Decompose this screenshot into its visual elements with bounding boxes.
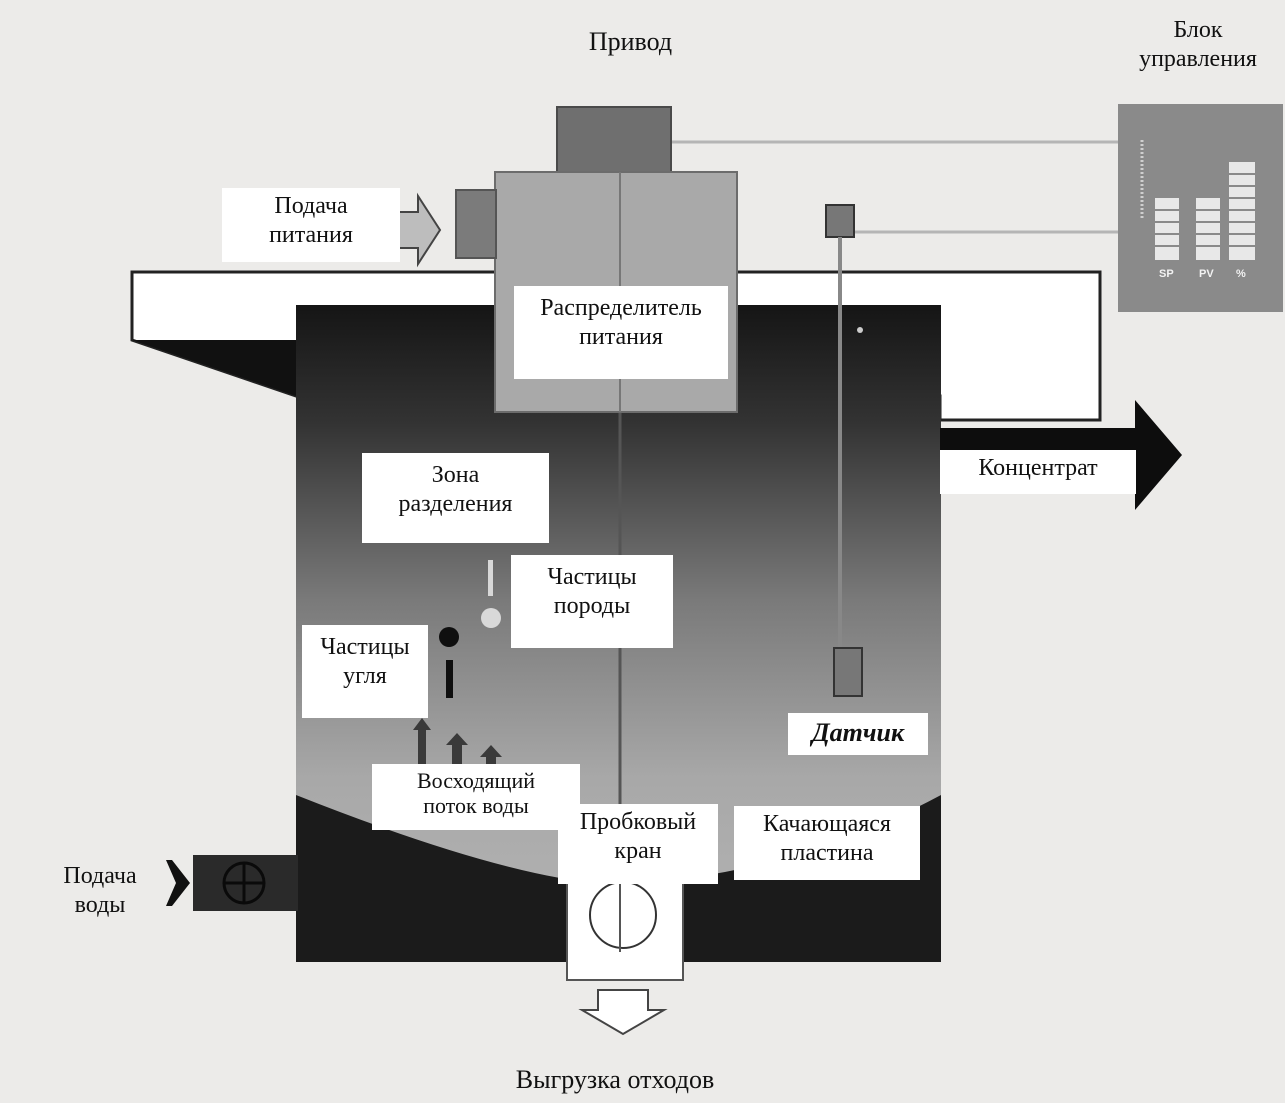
swing-plate-label: Качающаяся пластина xyxy=(734,806,920,880)
feed-arrow xyxy=(398,192,442,268)
waste-discharge-arrow xyxy=(578,989,668,1036)
upward-water-flow-label-line2: поток воды xyxy=(423,793,529,819)
bar-segments xyxy=(1155,173,1255,247)
separation-zone-label: Зона разделения xyxy=(362,453,549,543)
water-supply-arrow xyxy=(166,860,190,906)
feed-label-line1: Подача xyxy=(274,193,348,219)
sensor-label: Датчик xyxy=(788,713,928,755)
feed-label: Подача питания xyxy=(222,188,400,262)
separation-zone-label-line2: разделения xyxy=(398,490,513,517)
sensor-dot xyxy=(857,327,863,333)
coal-particles-label-line2: угля xyxy=(343,662,387,689)
sensor-probe xyxy=(833,647,863,697)
coal-particle xyxy=(439,627,459,647)
feed-inlet xyxy=(455,189,497,259)
water-supply-label-line2: воды xyxy=(74,891,126,918)
swing-plate-label-line2: пластина xyxy=(780,839,874,866)
water-supply-label: Подача воды xyxy=(30,858,170,924)
plug-valve-disc xyxy=(589,881,657,949)
coal-particles-label-line1: Частицы xyxy=(320,634,410,660)
control-unit-label-line2: управления xyxy=(1139,45,1257,72)
separation-zone-label-line1: Зона xyxy=(431,462,480,488)
control-unit-label: Блок управления xyxy=(1108,12,1285,78)
percent-bar-label: % xyxy=(1236,268,1246,280)
rock-particle-arrow xyxy=(488,560,493,596)
swing-plate-label-line1: Качающаяся xyxy=(763,811,891,837)
rock-particles-label-line2: породы xyxy=(553,592,631,619)
upward-water-flow-label-line1: Восходящий xyxy=(416,768,536,793)
feed-label-line2: питания xyxy=(269,221,353,248)
plug-valve-label: Пробковый кран xyxy=(558,804,718,884)
launder-shadow xyxy=(132,340,296,396)
rock-particle xyxy=(481,608,501,628)
control-unit-label-line1: Блок xyxy=(1173,17,1223,43)
drive-motor xyxy=(556,106,672,180)
coal-particle-arrow xyxy=(446,660,453,698)
plug-valve-label-line2: кран xyxy=(614,837,662,864)
pv-bar-label: PV xyxy=(1199,268,1214,280)
feed-distributor-label-line1: Распределитель xyxy=(540,295,702,321)
coal-particles-label: Частицы угля xyxy=(302,625,428,718)
sp-bar xyxy=(1155,198,1179,260)
waste-discharge-label: Выгрузка отходов xyxy=(515,1065,715,1094)
upward-flow-arrows xyxy=(413,718,502,770)
concentrate-label: Концентрат xyxy=(940,450,1136,494)
pv-bar xyxy=(1196,198,1220,260)
drive-label: Привод xyxy=(588,27,673,56)
sensor-top xyxy=(825,204,855,238)
feed-distributor-label-line2: питания xyxy=(579,323,663,350)
rock-particles-label: Частицы породы xyxy=(511,555,673,648)
rock-particles-label-line1: Частицы xyxy=(547,564,637,590)
feed-distributor-label: Распределитель питания xyxy=(514,286,728,379)
upward-water-flow-label: Восходящий поток воды xyxy=(372,764,580,830)
water-supply-label-line1: Подача xyxy=(63,863,137,889)
plug-valve-label-line1: Пробковый xyxy=(579,809,697,835)
sp-bar-label: SP xyxy=(1159,268,1174,280)
